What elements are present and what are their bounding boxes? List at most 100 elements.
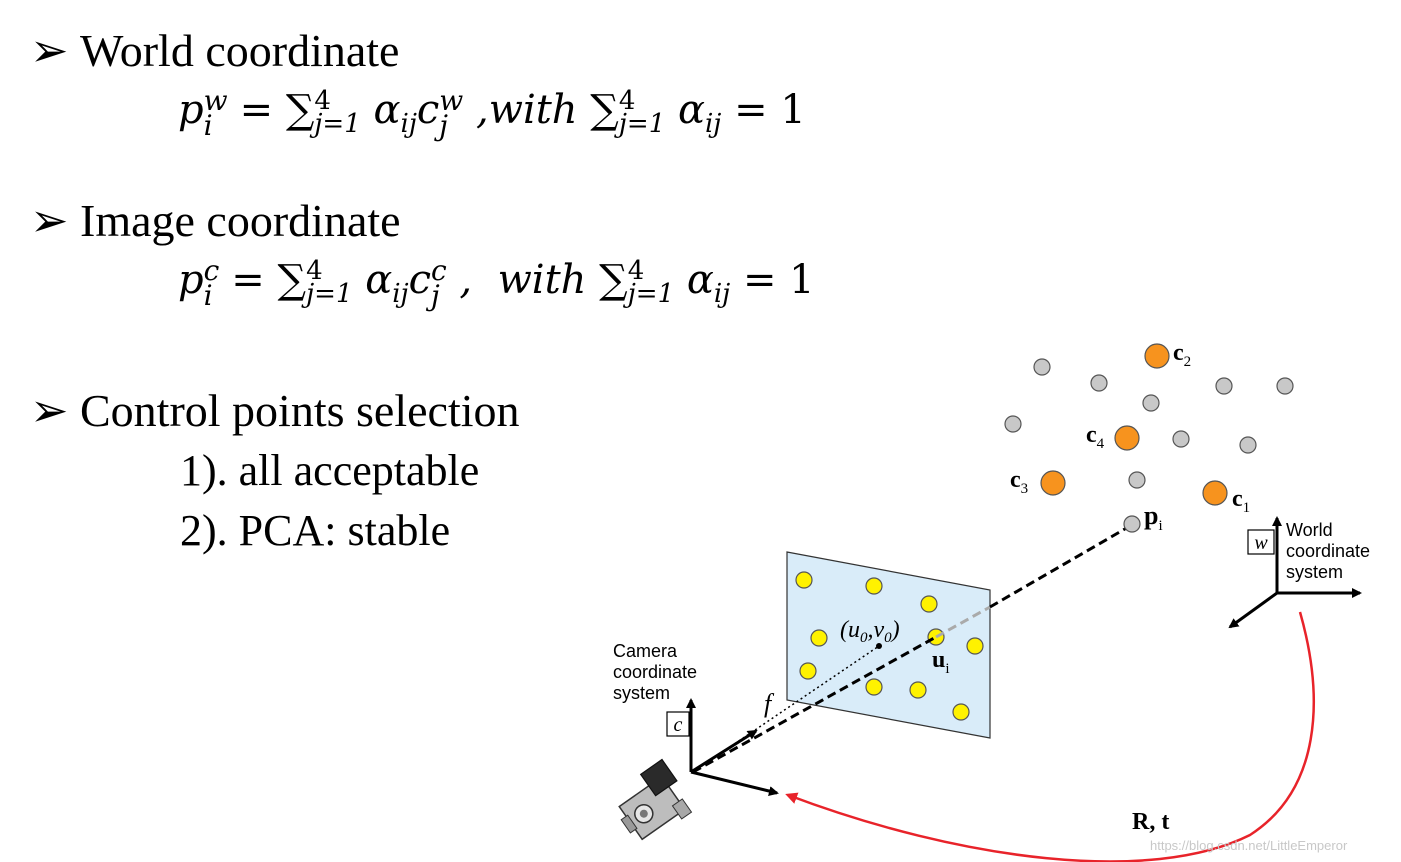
camera-frame-box-label: c xyxy=(674,714,683,736)
image-point xyxy=(952,703,970,721)
control-point-label-c4: c4 xyxy=(1086,422,1105,452)
formula-subscript: ij xyxy=(704,109,722,140)
world-frame: w World coordinate system xyxy=(1228,516,1370,629)
projection-ray-hidden xyxy=(935,605,991,639)
world-point xyxy=(1276,377,1294,395)
world-point xyxy=(1004,415,1022,433)
world-point-pi xyxy=(1123,515,1141,533)
image-point-label: ui xyxy=(932,647,950,677)
bullet-arrow-icon: ➢ xyxy=(30,195,69,246)
bullet-world-coordinate: ➢World coordinate xyxy=(30,28,399,74)
bullet-arrow-icon: ➢ xyxy=(30,25,69,76)
sum-icon: ∑ xyxy=(599,257,628,304)
formula-subscript: i xyxy=(203,279,213,313)
principal-point-label: (u0,v0) xyxy=(840,617,900,646)
world-axis-diag xyxy=(1228,591,1278,629)
formula-symbol: α xyxy=(686,257,714,304)
image-point xyxy=(865,577,883,595)
camera-frame-label-line: Camera xyxy=(613,641,678,661)
control-point-label-c2: c2 xyxy=(1173,340,1191,370)
bullet-label: World coordinate xyxy=(80,25,400,76)
formula-subscript: j xyxy=(431,279,440,313)
formula-subscript: j=1 xyxy=(627,279,675,310)
formula-superscript: 4 xyxy=(306,255,323,286)
principal-v: v xyxy=(874,617,885,643)
bullet-label: Image coordinate xyxy=(80,195,401,246)
formula-symbol: p xyxy=(178,257,204,304)
formula-equals: = xyxy=(231,257,265,304)
world-point xyxy=(1239,436,1257,454)
world-frame-label-line: World xyxy=(1286,520,1333,540)
image-point xyxy=(865,678,883,696)
image-point xyxy=(920,595,938,613)
formula-symbol: p xyxy=(178,87,204,134)
formula-superscript: w xyxy=(203,84,228,117)
world-point xyxy=(1172,430,1190,448)
sum-icon: ∑ xyxy=(590,87,619,134)
formula-equals: = xyxy=(239,87,274,134)
formula-subscript: j xyxy=(439,109,448,143)
world-point-label: pi xyxy=(1144,501,1163,534)
camera-icon xyxy=(618,758,693,841)
image-point xyxy=(909,681,927,699)
world-frame-label-line: coordinate xyxy=(1286,541,1370,561)
world-point xyxy=(1142,394,1160,412)
sum-icon: ∑ xyxy=(277,257,307,304)
focal-length-label: f xyxy=(764,689,775,718)
camera-frame-label-line: system xyxy=(613,683,670,703)
world-point-base: p xyxy=(1144,501,1158,530)
formula-superscript: w xyxy=(439,84,464,117)
world-frame-label-line: system xyxy=(1286,562,1343,582)
cp-sub: 4 xyxy=(1097,436,1105,452)
cp-sub: 2 xyxy=(1184,354,1192,370)
cp-sub: 1 xyxy=(1243,500,1251,516)
formula-symbol: c xyxy=(408,257,432,304)
formula-symbol: c xyxy=(416,87,440,134)
camera-frame-box xyxy=(666,711,690,737)
world-point xyxy=(1033,358,1051,376)
selection-item-all-acceptable: 1). all acceptable xyxy=(180,446,480,495)
principal-sub: 0 xyxy=(884,630,892,646)
bullet-label: Control points selection xyxy=(80,385,520,436)
formula-symbol: α xyxy=(373,87,401,134)
control-point-c4 xyxy=(1114,425,1140,451)
principal-sub: 0 xyxy=(860,630,868,646)
camera-frame: c Camera coordinate system xyxy=(613,641,779,796)
principal-point xyxy=(876,643,882,649)
image-point xyxy=(799,662,817,680)
camera-axis-right xyxy=(690,770,779,796)
image-plane xyxy=(786,551,991,739)
world-frame-box xyxy=(1247,529,1275,555)
image-points xyxy=(795,571,984,721)
bullet-image-coordinate: ➢Image coordinate xyxy=(30,198,401,244)
image-point xyxy=(966,637,984,655)
image-point-base: u xyxy=(932,647,945,673)
control-point-c3 xyxy=(1040,470,1066,496)
world-point xyxy=(1215,377,1233,395)
formula-subscript: ij xyxy=(400,109,417,140)
cp-base: c xyxy=(1086,422,1097,448)
control-points xyxy=(1040,343,1228,506)
cp-base: c xyxy=(1010,467,1021,493)
camera-frame-label-line: coordinate xyxy=(613,662,697,682)
cp-sub: 3 xyxy=(1021,481,1029,497)
formula-superscript: 4 xyxy=(618,85,636,116)
image-point xyxy=(810,629,828,647)
cp-base: c xyxy=(1173,340,1184,366)
formula-with: ,with xyxy=(475,87,578,134)
formula-superscript: 4 xyxy=(314,85,331,116)
world-points xyxy=(1004,358,1294,533)
bullet-control-points-selection: ➢Control points selection xyxy=(30,388,520,434)
formula-with: , with xyxy=(459,257,587,304)
control-point-label-c3: c3 xyxy=(1010,467,1028,497)
camera-axis-forward xyxy=(690,729,758,774)
formula-superscript: c xyxy=(431,254,447,287)
formula-superscript: c xyxy=(203,254,220,287)
transform-arrow xyxy=(785,611,1315,862)
formula-rhs: = 1 xyxy=(734,87,806,134)
formula-rhs: = 1 xyxy=(742,257,815,304)
cp-base: c xyxy=(1232,486,1243,512)
formula-subscript: j=1 xyxy=(314,109,361,140)
sum-icon: ∑ xyxy=(285,87,315,134)
